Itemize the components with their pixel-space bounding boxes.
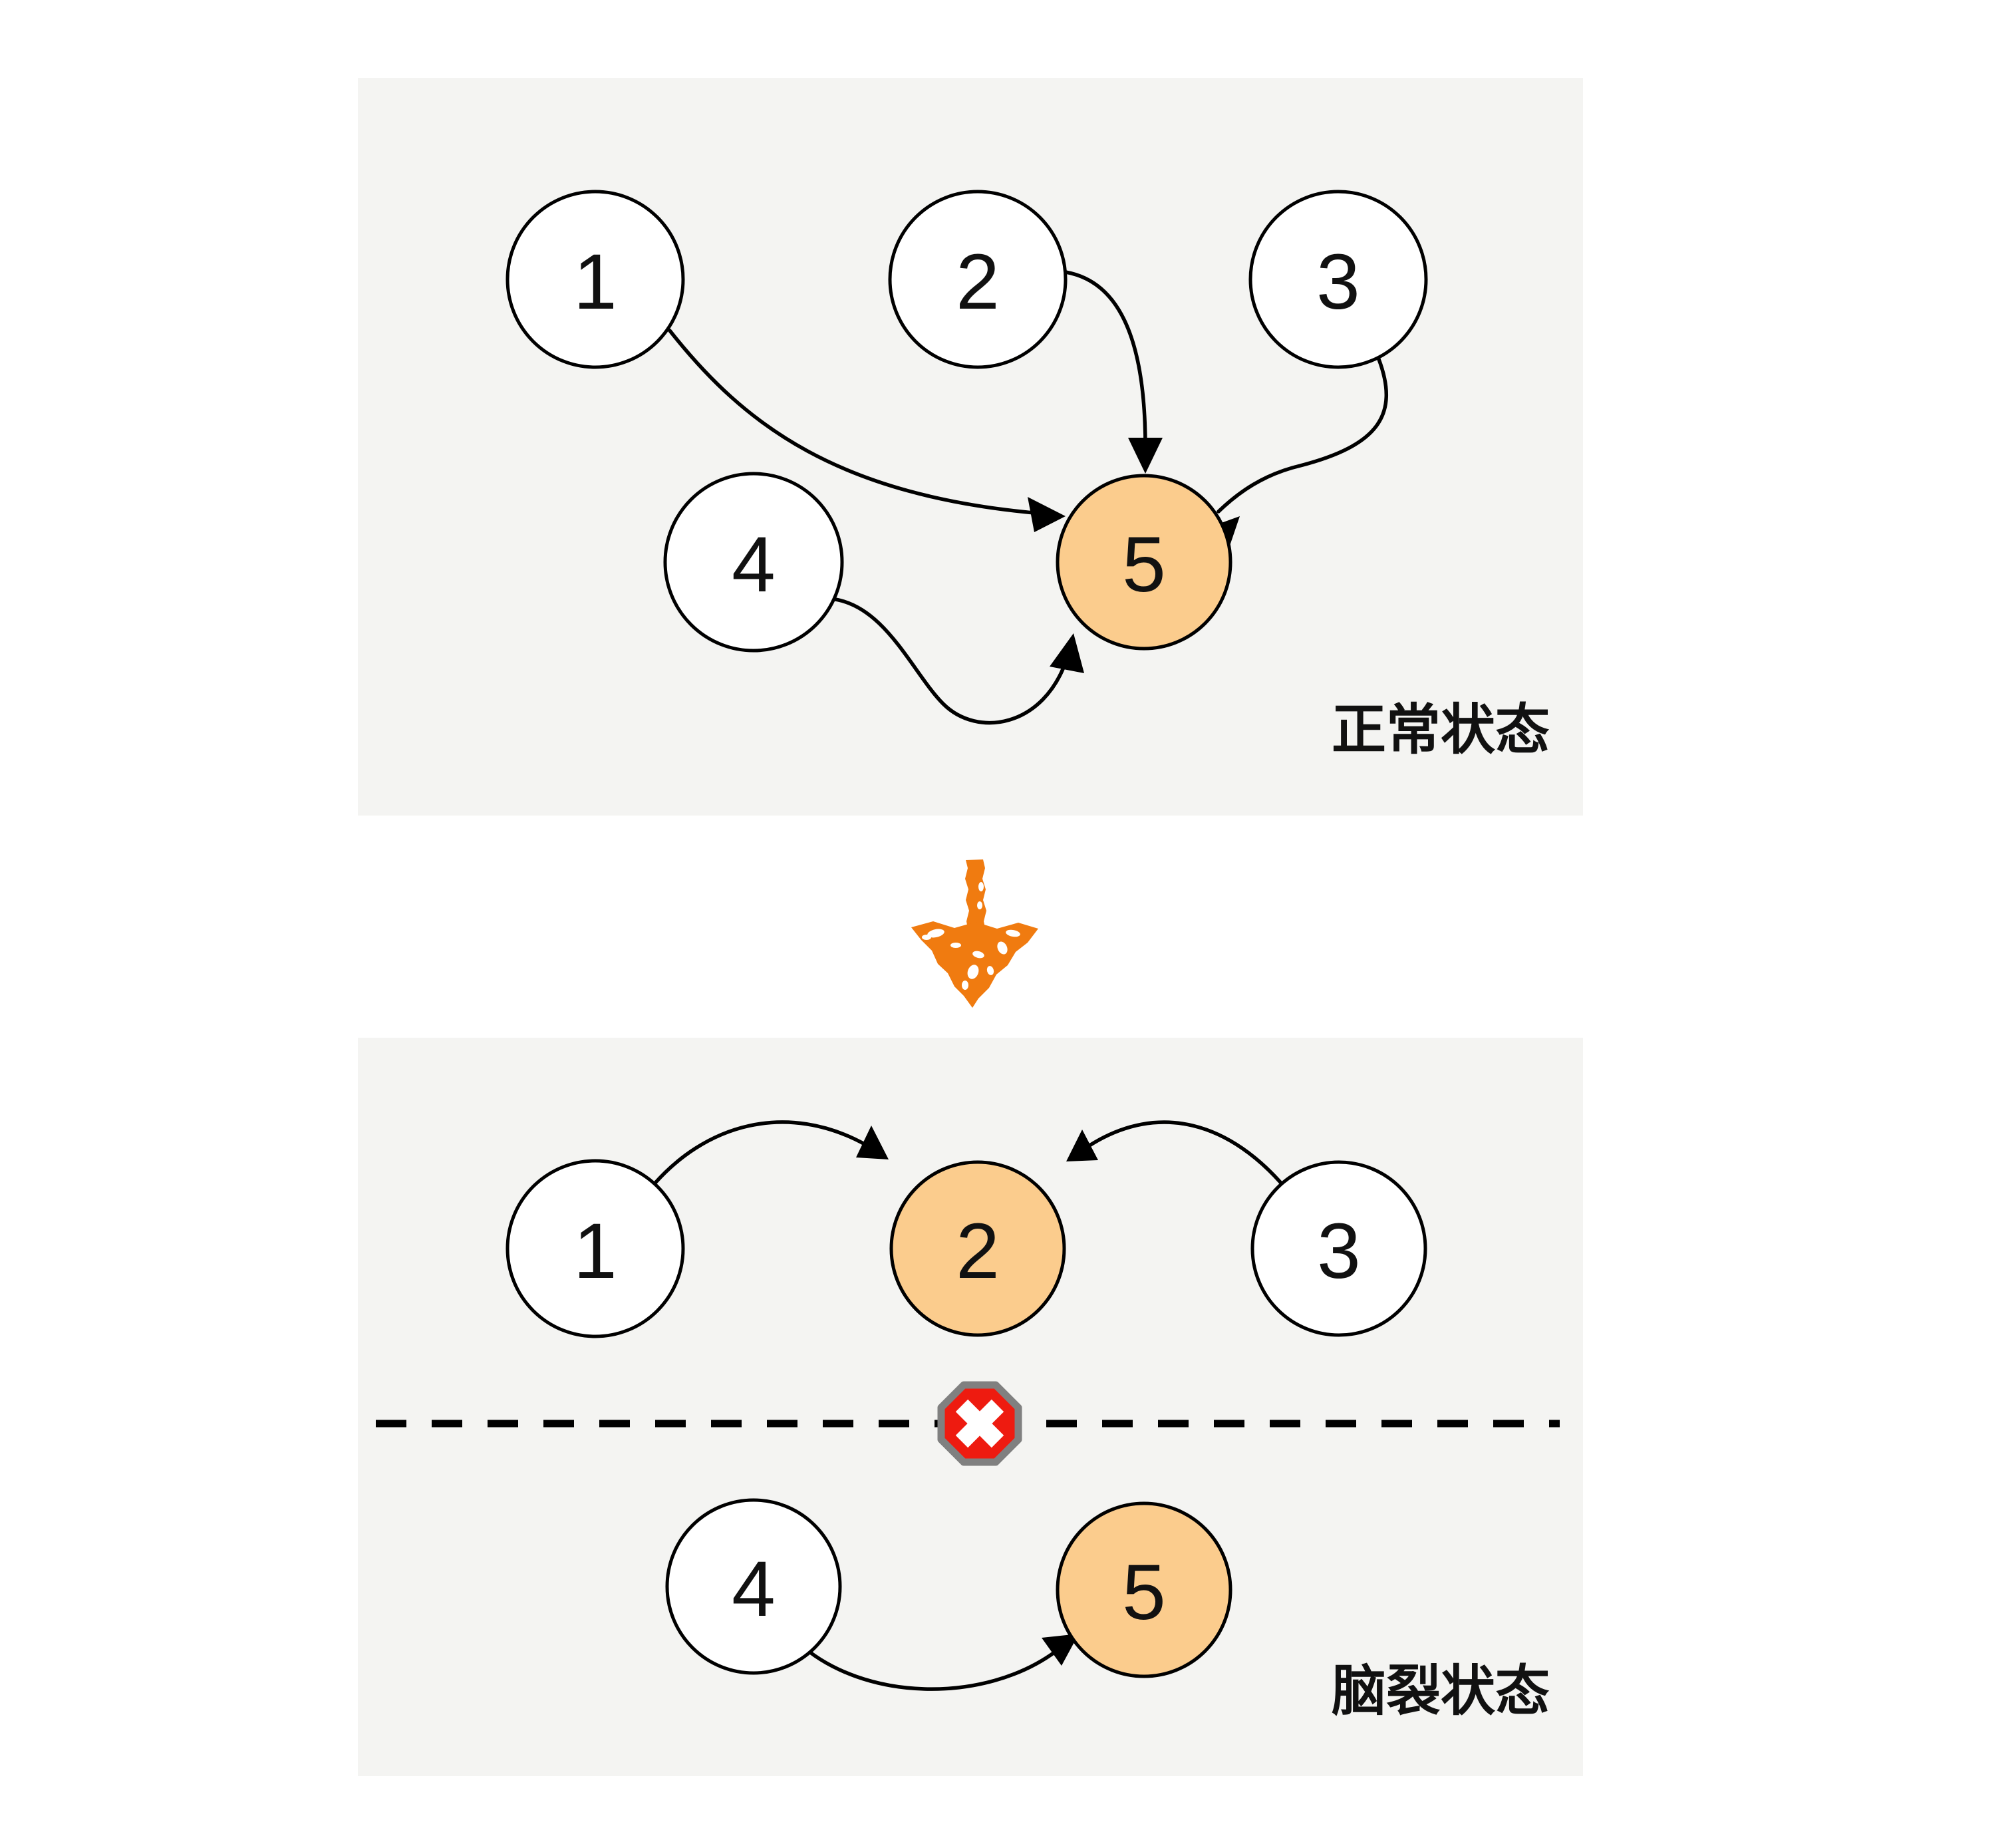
edge-1-to-5 — [668, 329, 1066, 532]
nodes-split-brain: 1 2 3 4 5 — [505, 1159, 1427, 1678]
node-label: 5 — [1122, 521, 1166, 609]
node-5-split-leader[interactable]: 5 — [1056, 1501, 1232, 1678]
node-1-normal[interactable]: 1 — [505, 190, 685, 369]
edge-3-to-2 — [1066, 1120, 1290, 1193]
node-4-split[interactable]: 4 — [665, 1498, 842, 1675]
edges-split-brain — [647, 1120, 1290, 1691]
edges-normal — [668, 269, 1389, 725]
panel-caption-split-brain: 脑裂状态 — [1332, 1660, 1550, 1723]
nodes-normal: 1 2 3 4 5 — [505, 190, 1428, 653]
stop-octagon-x-icon — [937, 1381, 1022, 1466]
edge-1-to-2 — [647, 1120, 889, 1193]
node-label: 4 — [732, 1545, 776, 1633]
edge-4-to-5 — [828, 597, 1084, 725]
node-2-normal[interactable]: 2 — [888, 190, 1068, 369]
node-label: 3 — [1317, 1207, 1361, 1295]
node-5-normal-leader[interactable]: 5 — [1056, 474, 1232, 651]
panel-split-brain-state: 1 2 3 4 5 脑裂状态 — [358, 1038, 1583, 1776]
node-label: 1 — [573, 1207, 617, 1295]
node-2-split-leader[interactable]: 2 — [889, 1160, 1066, 1337]
node-3-split[interactable]: 3 — [1250, 1160, 1427, 1337]
node-label: 3 — [1316, 238, 1360, 326]
panel-caption-normal: 正常状态 — [1332, 698, 1550, 762]
panel-normal-state: 1 2 3 4 5 正常状态 — [358, 78, 1583, 816]
node-label: 1 — [573, 238, 617, 326]
node-label: 4 — [732, 521, 776, 609]
node-3-normal[interactable]: 3 — [1248, 190, 1428, 369]
edge-2-to-5 — [1059, 269, 1163, 474]
brush-down-arrow-icon — [911, 859, 1038, 1008]
node-4-normal[interactable]: 4 — [663, 472, 844, 653]
node-label: 2 — [956, 238, 1000, 326]
node-label: 2 — [956, 1207, 1000, 1295]
node-1-split[interactable]: 1 — [505, 1159, 685, 1338]
node-label: 5 — [1122, 1549, 1166, 1636]
edge-4-to-5 — [797, 1634, 1079, 1691]
